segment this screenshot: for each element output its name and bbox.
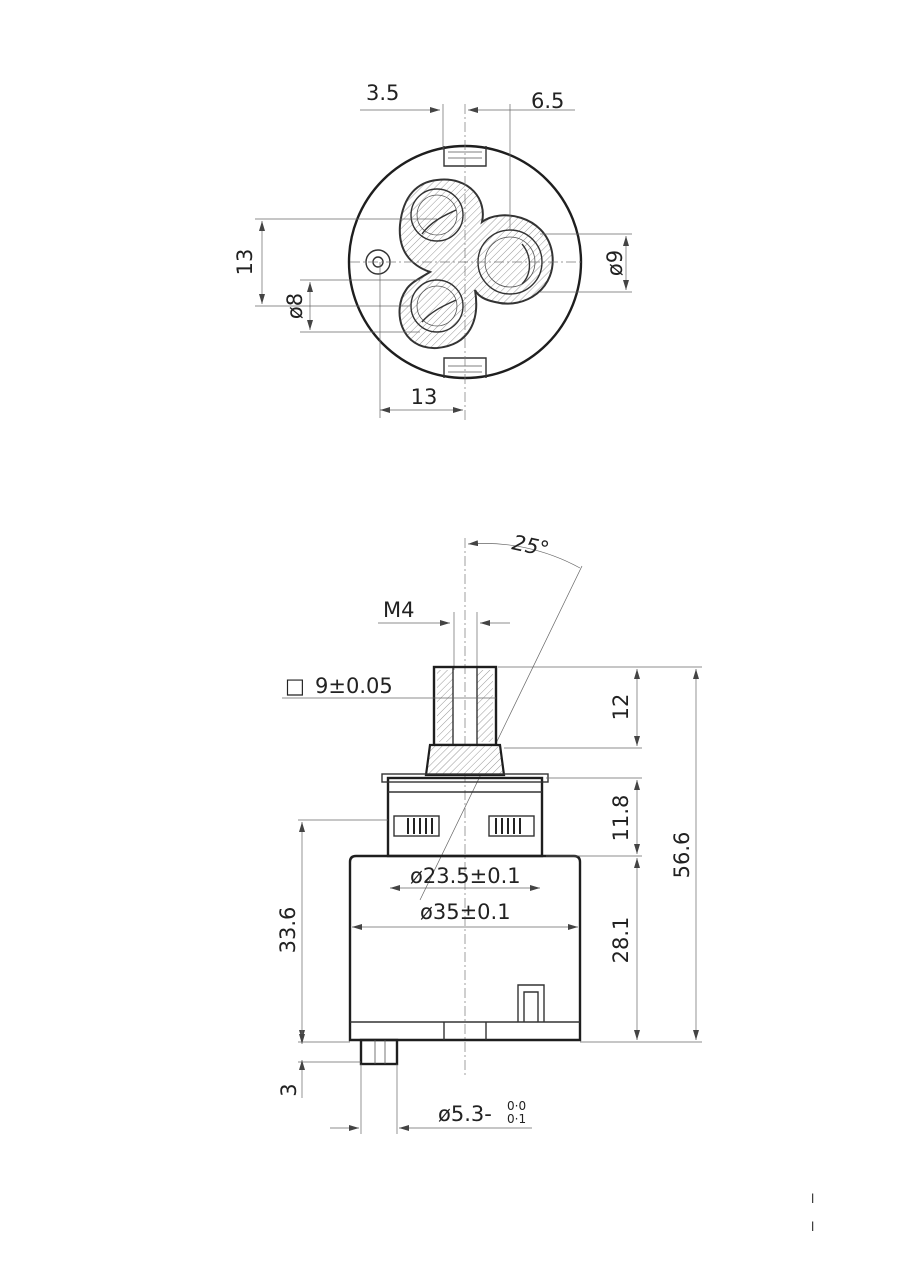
margin-mark-1: l bbox=[811, 1192, 814, 1206]
dim-13-vertical: 13 bbox=[233, 249, 257, 276]
dim-stem-square: 9±0.05 bbox=[315, 674, 393, 698]
dim-pin-height: 3 bbox=[277, 1083, 301, 1096]
dim-cap-height: 11.8 bbox=[609, 795, 633, 842]
top-view: 3.5 6.5 13 ø8 ø9 13 bbox=[233, 81, 632, 420]
dim-6-5: 6.5 bbox=[531, 89, 564, 113]
dim-lower-height: 33.6 bbox=[276, 907, 300, 954]
dim-angle: 25° bbox=[510, 530, 551, 561]
dim-pin-tol-upper: 0·0 bbox=[507, 1099, 526, 1113]
cap bbox=[381, 773, 549, 858]
square-symbol: □ bbox=[285, 674, 305, 698]
dim-total-height: 56.6 bbox=[670, 832, 694, 879]
dim-pin-tol-lower: 0·1 bbox=[507, 1112, 526, 1126]
dim-pin-diameter: ø5.3- bbox=[438, 1102, 492, 1126]
main-body bbox=[348, 854, 582, 1042]
dim-body-height: 28.1 bbox=[609, 917, 633, 964]
side-view: 25° M4 □ 9±0.05 bbox=[276, 530, 702, 1134]
dim-3-5: 3.5 bbox=[366, 81, 399, 105]
dim-port-diameter: ø8 bbox=[283, 293, 307, 319]
bottom-pin bbox=[359, 1038, 399, 1066]
dim-thread: M4 bbox=[383, 598, 414, 622]
dim-inner-diameter: ø23.5±0.1 bbox=[410, 864, 521, 888]
inlet-port-top bbox=[410, 188, 464, 242]
stem bbox=[424, 665, 506, 777]
dim-13-horizontal: 13 bbox=[411, 385, 438, 409]
dim-outlet-diameter: ø9 bbox=[603, 250, 627, 276]
dim-outer-diameter: ø35±0.1 bbox=[420, 900, 511, 924]
margin-mark-2: l bbox=[811, 1220, 814, 1234]
seal-gasket bbox=[398, 178, 554, 350]
dim-stem-height: 12 bbox=[609, 694, 633, 721]
